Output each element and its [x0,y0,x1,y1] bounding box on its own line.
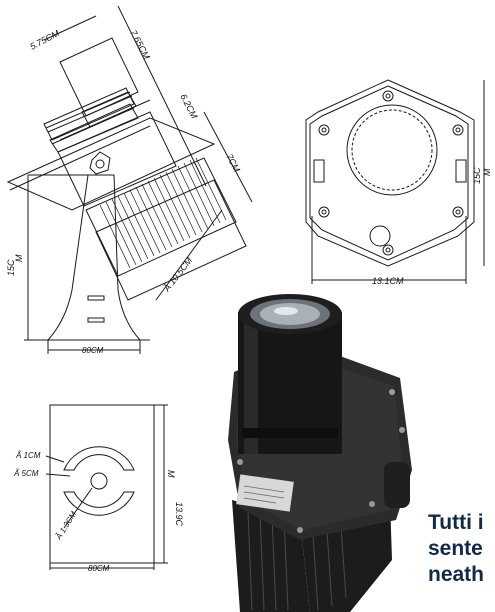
dim-hole-large: Ã 1CM [15,451,41,460]
lens-ring-2 [49,103,139,153]
caption-line-2: sente [428,537,483,560]
heatsink [85,157,237,277]
dim-base-width: 80CM [82,346,104,355]
lens-ring [43,87,135,141]
dim-front-width: 13.1CM [372,276,404,286]
arc-slot-bottom [63,491,135,516]
dim-front-height-2: M [482,168,492,176]
product-label [236,474,294,512]
bracket-knob [89,151,111,175]
front-view-drawing [305,79,485,284]
front-lens-circle [346,104,438,196]
caption-line-1: Tutti i [428,511,484,534]
base-plate [49,404,155,564]
dim-fin-diameter: Ã 10.5CM [161,255,194,294]
base-plate-drawing [45,404,168,570]
product-photo [228,294,412,612]
product-side-knob [384,462,410,508]
lens-block [59,37,139,117]
dim-front-height-1: 15C [472,167,482,184]
dim-body-length: 7CM [224,152,242,174]
upper-housing [57,111,177,207]
dim-top-length: 7.65CM [128,28,152,61]
front-small-hole [369,225,391,247]
screw-heads [318,90,464,256]
dim-lens-segment: 6.2CM [178,92,200,121]
dim-bracket-height-2: M [14,254,24,262]
dim-bracket-height-1: 15C [6,259,16,276]
center-hole [90,472,108,490]
dim-hole-small: Ã 1.3CM [54,510,79,542]
dim-top-width: 5.75CM [28,28,61,52]
caption-line-3: neath [428,563,485,586]
side-view-drawing [6,5,253,354]
dim-plate-height-1: 13.9C [174,502,184,527]
arc-slot-top [63,446,135,471]
caption-text: Tutti i sente neath [428,510,495,588]
dim-plate-width: 80CM [88,564,110,573]
dim-plate-height-2: M [166,470,176,478]
dim-hole-mid: Ã 5CM [13,469,39,478]
octagon-housing [305,79,475,267]
body-plate [6,117,216,211]
